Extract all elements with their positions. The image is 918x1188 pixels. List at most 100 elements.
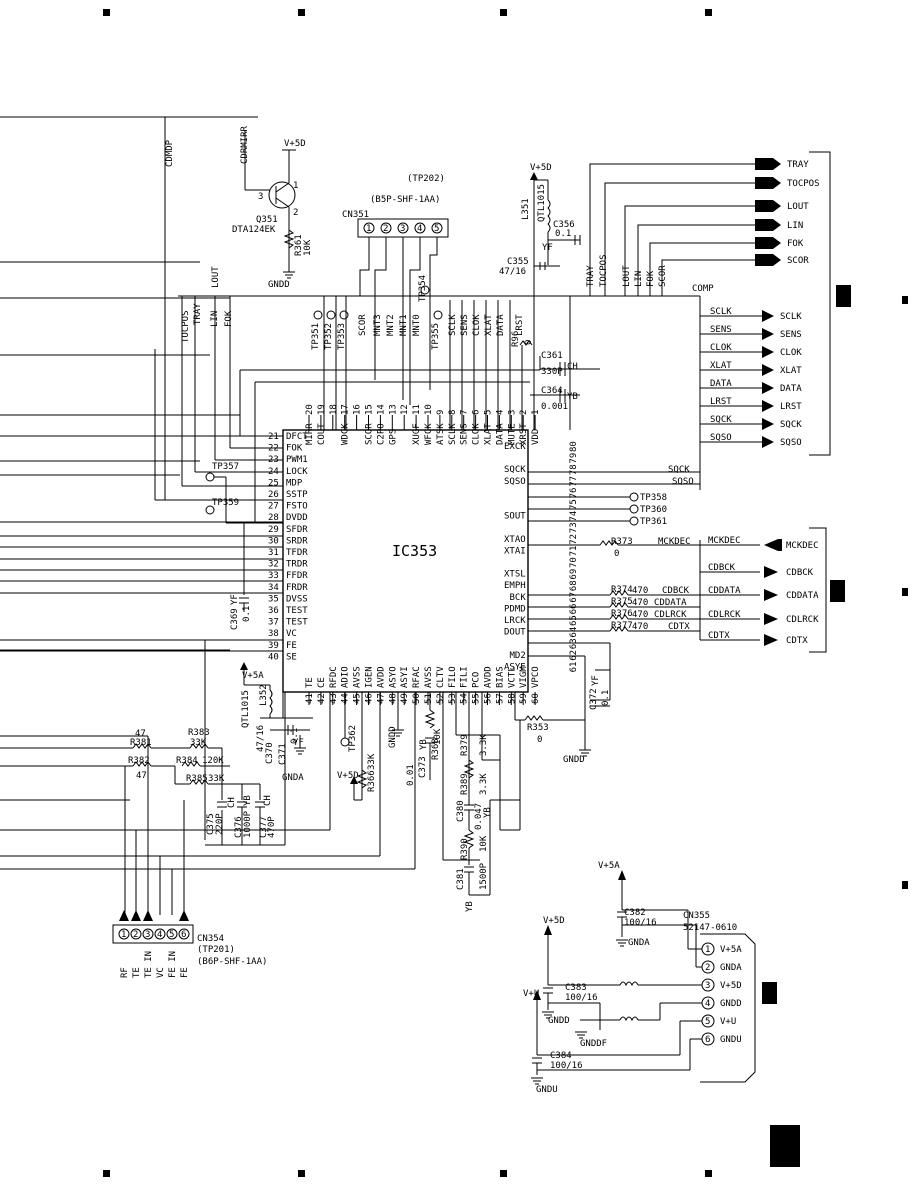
ic-pin-label: LOCK <box>286 467 308 477</box>
r353-value: 0 <box>537 735 542 745</box>
connector-label: SQCK <box>780 420 802 430</box>
connector-label: CDTX <box>786 636 808 646</box>
c372-type: YF <box>591 675 601 686</box>
connector-arrow <box>762 328 774 340</box>
net-sqck-mid: SQCK <box>668 465 690 475</box>
connector-label: DATA <box>780 384 802 394</box>
net-cdtx-mid: CDTX <box>668 622 690 632</box>
c375-type: CH <box>227 797 237 808</box>
ic-pin-label: LRCK <box>504 616 526 626</box>
net-label: LRST <box>710 397 732 407</box>
ic-pin-number: 30 <box>268 536 279 546</box>
r389-value: 3.3K <box>479 773 489 795</box>
r374-ref: R374 <box>611 585 633 595</box>
ic-pin-number: 36 <box>268 606 279 616</box>
ic-pin-number: 21 <box>268 432 279 442</box>
ic-pin-label: SOUT <box>504 512 526 522</box>
ic-pin-number: 14 <box>376 404 386 415</box>
ic-pin-label: ASYE <box>504 662 526 672</box>
connector-label: SQSO <box>780 438 802 448</box>
r376-ref: R376 <box>611 609 633 619</box>
ic-pin-number: 51 <box>424 693 434 704</box>
c369-value: 0.1 <box>242 606 252 622</box>
connector-arrow <box>764 634 778 646</box>
c377-value: 470P <box>267 816 277 838</box>
connector-label: SCLK <box>780 312 802 322</box>
q351-ref: Q351 <box>256 215 278 225</box>
ic-pin-label: AVSS <box>353 666 363 688</box>
c383-ref: C383 <box>565 983 587 993</box>
net-tray-left: TRAY <box>193 303 203 325</box>
cn354-ref: CN354 <box>197 934 224 944</box>
c372-ref: C372 <box>589 688 599 710</box>
cn355-pin5: 5 <box>705 1017 710 1027</box>
net-cdbck-mid: CDBCK <box>662 586 690 596</box>
c381-ref: C381 <box>456 868 466 890</box>
ic-pin-label: FRDR <box>286 583 308 593</box>
ic-pin-label: TE <box>305 677 315 688</box>
l351-supply: V+5D <box>530 163 552 173</box>
r366-value: 33K <box>367 753 377 770</box>
ic-pin-label: VC <box>286 629 297 639</box>
ic-pin-number: 63 <box>569 638 579 649</box>
cn354-pin6: 6 <box>181 930 186 940</box>
l352-supply: V+5A <box>242 671 264 681</box>
c381-value: 1500P <box>479 862 489 890</box>
transistor-q351 <box>244 130 296 279</box>
ic-pin-number: 80 <box>569 441 579 452</box>
ic-pin-number: 61 <box>569 662 579 673</box>
ic-pin-number: 42 <box>317 693 327 704</box>
cn351-part: (B5P-SHF-1AA) <box>370 195 440 205</box>
ic-pin-number: 32 <box>268 560 279 570</box>
r353-ref: R353 <box>527 723 549 733</box>
connector-arrow <box>762 364 774 376</box>
r361-value: 10K <box>303 239 313 256</box>
cn355-pin3: 3 <box>705 981 710 991</box>
c355-value: 47/16 <box>499 267 526 277</box>
ic-pin-number: 11 <box>412 404 422 415</box>
tp352-label: TP352 <box>324 323 334 350</box>
net-clok-top: CLOK <box>472 314 482 336</box>
ic-pin-label: DOUT <box>504 628 526 638</box>
ic-pin-label: COUT <box>317 423 327 445</box>
tp360-label: TP360 <box>640 505 667 515</box>
connector-arrow <box>755 219 781 231</box>
r382-value: 47 <box>136 771 147 781</box>
net-lout-left: LOUT <box>211 266 221 288</box>
ic-pin-number: 31 <box>268 548 279 558</box>
ic353-label: IC353 <box>392 542 437 560</box>
ic-pin-label: SCOR <box>365 423 375 445</box>
ic-pin-number: 34 <box>268 583 279 593</box>
net-label: SCLK <box>710 307 732 317</box>
ic-pin-number: 55 <box>472 693 482 704</box>
ic-pin-number: 37 <box>268 618 279 628</box>
ic-pin-number: 58 <box>507 693 517 704</box>
ic-pin-number: 50 <box>412 693 422 704</box>
ic-pin-number: 10 <box>424 404 434 415</box>
connector-label: SENS <box>780 330 802 340</box>
ic-pin-label: XUGF <box>412 423 422 445</box>
ic-pin-label: ATSK <box>436 423 446 445</box>
power-filter-top <box>519 172 600 430</box>
c364-type: YB <box>567 392 578 402</box>
connector-arrow <box>762 346 774 358</box>
ic-pin-label: EMPH <box>504 581 526 591</box>
ic-pin-label: AVDD <box>376 666 386 688</box>
tp354-label: TP354 <box>418 275 428 302</box>
ic-pin-label: SENS <box>460 423 470 445</box>
ic-pin-label: MUTE <box>507 423 517 445</box>
ic-pin-number: 43 <box>329 693 339 704</box>
ic-pin-number: 76 <box>569 488 579 499</box>
ic-pin-label: FE <box>286 641 297 651</box>
ic-pin-number: 9 <box>436 410 446 415</box>
ic-pin-label: VCTL <box>507 666 517 688</box>
c384-gnd: GNDU <box>536 1085 558 1095</box>
net-cdlrck-mid: CDLRCK <box>654 610 687 620</box>
r390-value: 10K <box>479 835 489 852</box>
q351-pin3: 3 <box>258 192 263 202</box>
net-label: CDTX <box>708 631 730 641</box>
ic-pin-number: 28 <box>268 513 279 523</box>
rf-network <box>0 692 416 915</box>
c372-value: 0.1 <box>601 690 611 706</box>
